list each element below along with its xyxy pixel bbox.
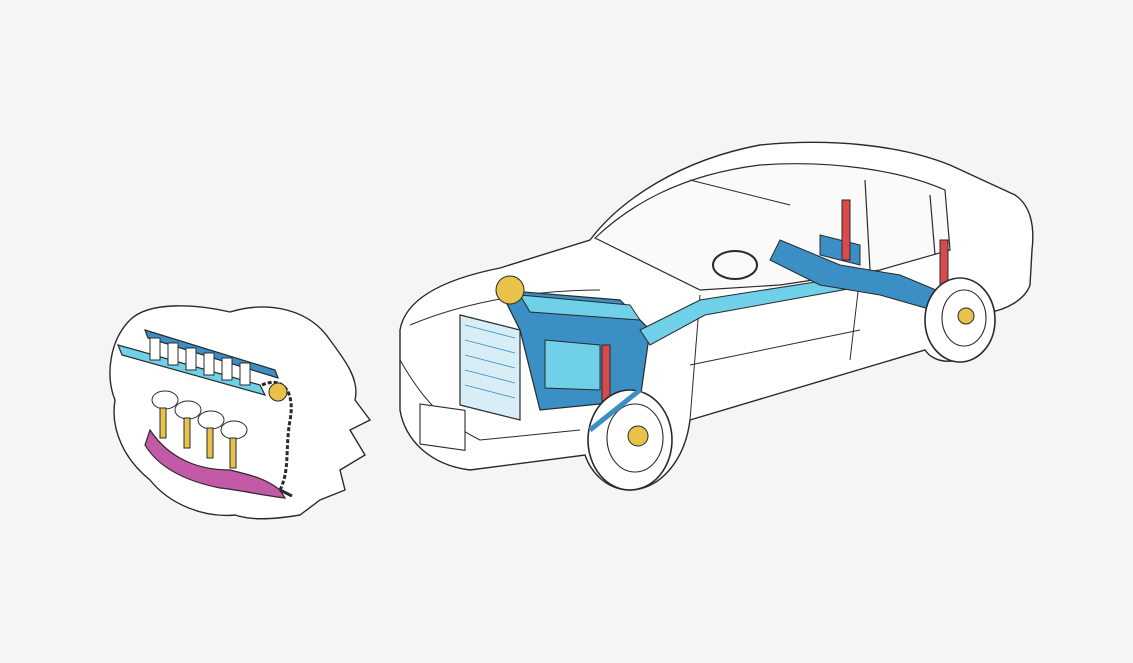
car-windows — [593, 163, 951, 291]
car-engine — [495, 275, 651, 411]
front-wheel — [587, 388, 673, 491]
car-cutaway — [399, 141, 1034, 491]
engine-callout — [109, 305, 372, 520]
engine-block-illustration — [116, 329, 293, 499]
steering-wheel — [712, 250, 758, 280]
rear-wheel — [924, 277, 996, 363]
radiator — [459, 314, 521, 421]
